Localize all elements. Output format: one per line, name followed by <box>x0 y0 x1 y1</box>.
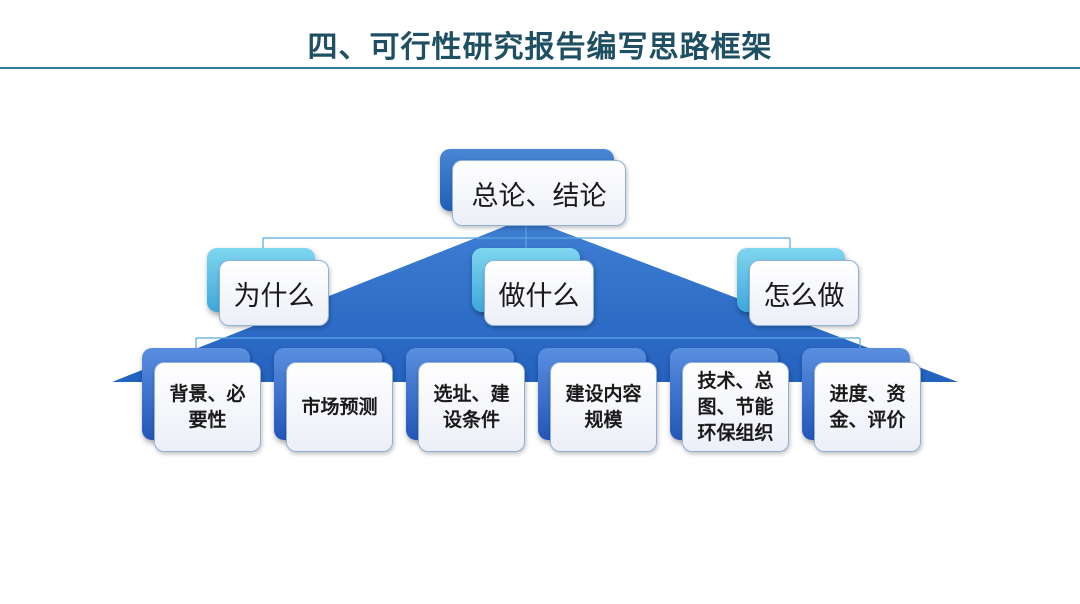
leaf-label: 技术、总图、节能环保组织 <box>682 362 789 452</box>
leaf-label: 市场预测 <box>286 362 393 452</box>
node-what-label: 做什么 <box>484 260 594 326</box>
leaf-label: 选址、建设条件 <box>418 362 525 452</box>
node-why-label: 为什么 <box>219 260 329 326</box>
page-title: 四、可行性研究报告编写思路框架 <box>307 30 773 65</box>
node-root-label: 总论、结论 <box>452 160 626 226</box>
leaf-label: 建设内容规模 <box>550 362 657 452</box>
title-underline <box>0 67 1080 69</box>
leaf-label: 进度、资金、评价 <box>814 362 921 452</box>
node-how-label: 怎么做 <box>749 260 859 326</box>
leaf-label: 背景、必要性 <box>154 362 261 452</box>
